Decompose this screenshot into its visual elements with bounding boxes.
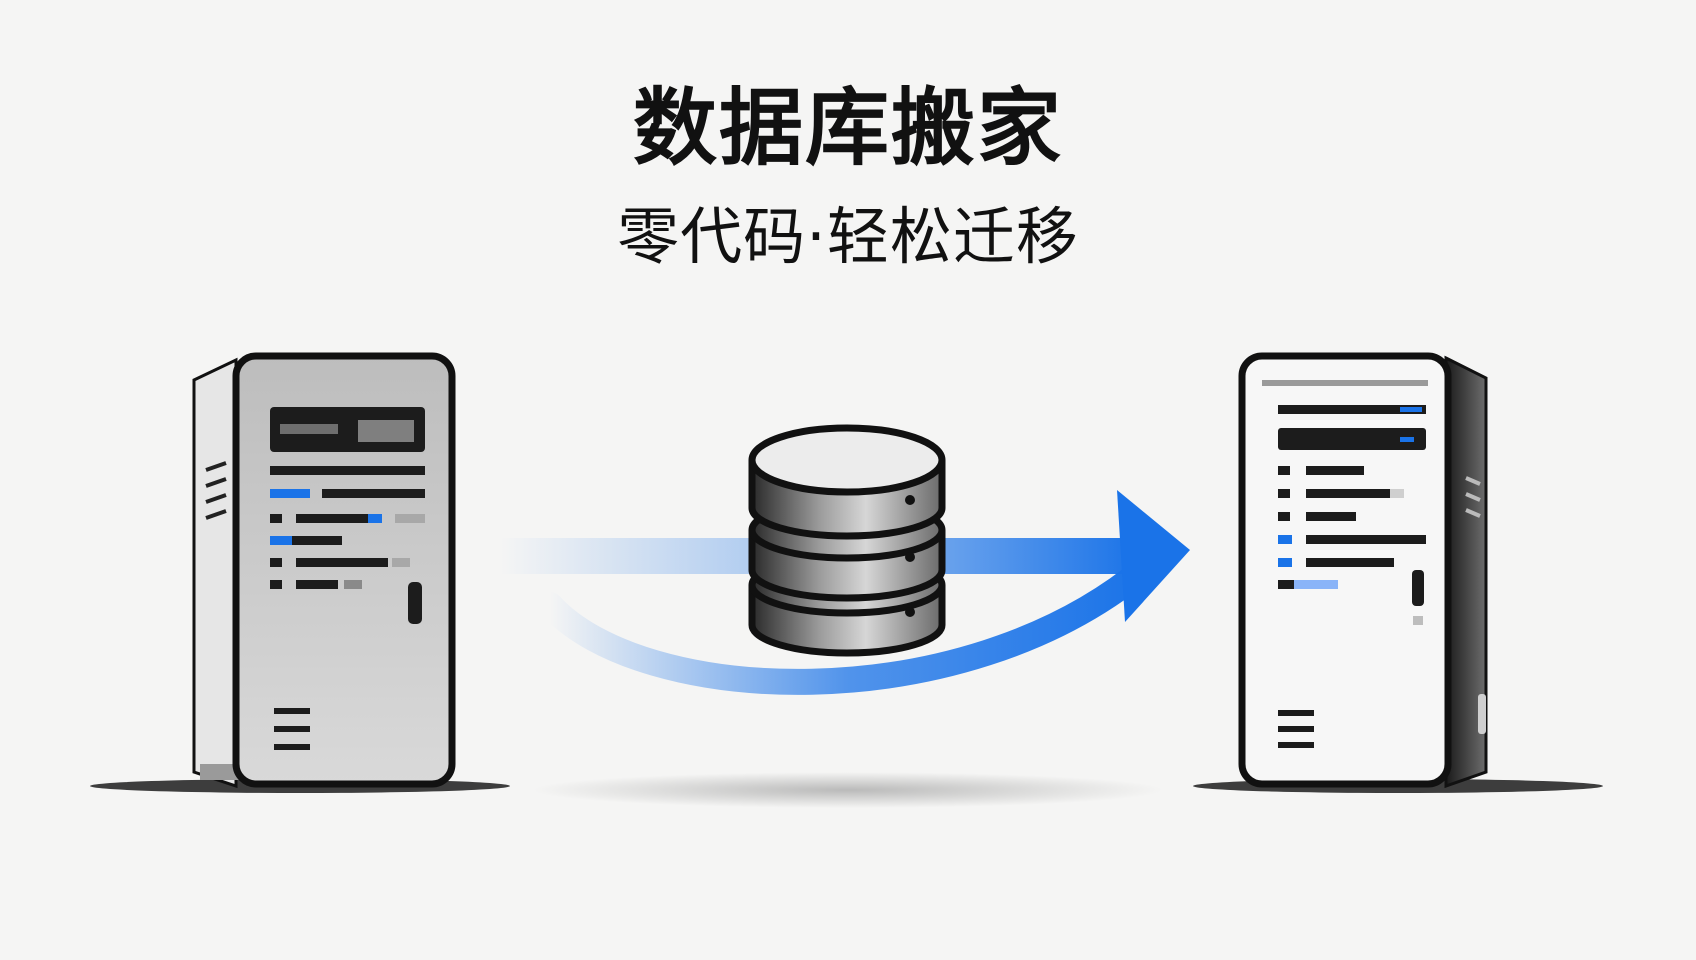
page-subtitle: 零代码·轻松迁移	[617, 200, 1079, 273]
source-server-icon	[192, 352, 456, 789]
database-cylinder-icon	[748, 424, 946, 657]
page-title: 数据库搬家	[632, 79, 1063, 177]
title-block: 数据库搬家 零代码·轻松迁移	[0, 78, 1696, 274]
floor-shadow-center	[533, 772, 1163, 808]
target-server-icon	[1238, 352, 1488, 789]
